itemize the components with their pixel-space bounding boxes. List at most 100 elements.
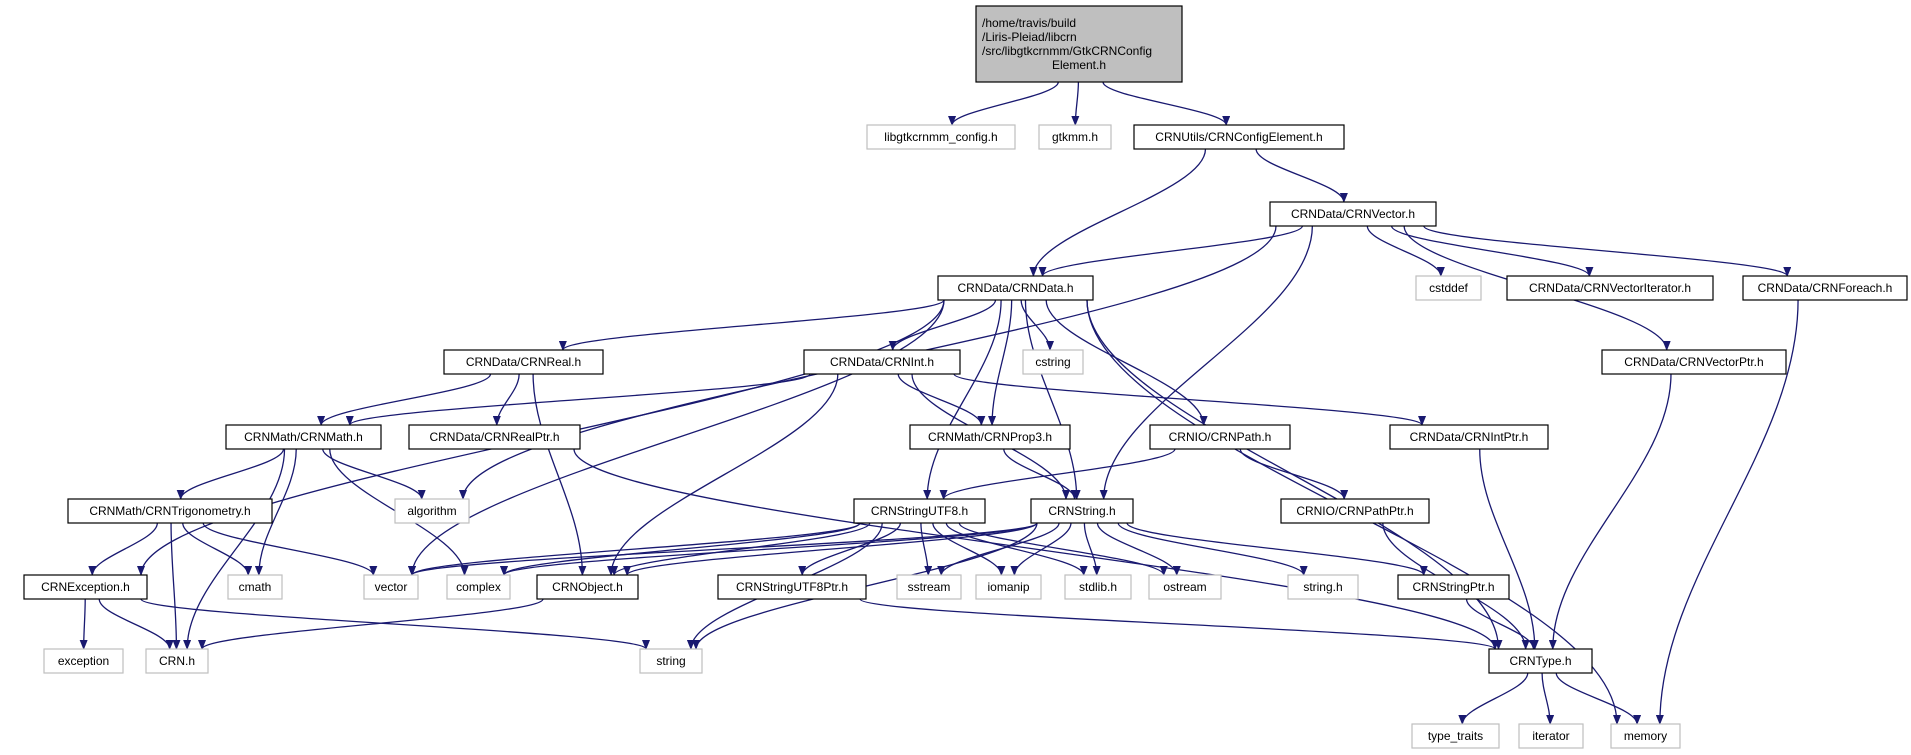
node-box-prop3 [909,424,1071,450]
node-label-libgtkcrnmm_config: libgtkcrnmm_config.h [884,130,997,144]
edge-int_h-to-prop3 [897,373,986,426]
node-trig[interactable]: CRNMath/CRNTrigonometry.h [67,498,273,524]
edge-path_h-to-pathptr [1239,448,1349,500]
node-box-object_h [536,574,639,600]
node-label-vectoriterator: CRNData/CRNVectorIterator.h [1529,281,1691,295]
node-foreach[interactable]: CRNData/CRNForeach.h [1742,275,1908,301]
edge-utf8-to-complex [500,522,861,576]
edge-trig-to-exception_crn [88,522,158,576]
edge-configelement-to-data_h [1029,148,1207,277]
edge-trig-to-cmath [182,522,253,576]
node-ostream: ostream [1148,574,1222,600]
node-label-sstream: sstream [908,580,951,594]
node-box-intptr [1389,424,1549,450]
node-int_h[interactable]: CRNData/CRNInt.h [803,349,961,375]
node-string_crn[interactable]: CRNString.h [1030,498,1134,524]
node-iomanip: iomanip [975,574,1042,600]
edge-int_h-to-intptr [953,373,1426,426]
node-box-vector_h [1269,201,1437,227]
edge-string_crn-to-vector_std [408,522,1038,576]
node-root[interactable]: /home/travis/build/Liris-Pleiad/libcrn/s… [975,5,1183,83]
edge-int_h-to-math_h [346,373,811,426]
node-gtkmm: gtkmm.h [1038,124,1112,150]
node-real_h[interactable]: CRNData/CRNReal.h [443,349,604,375]
edge-vector_h-to-string_crn [1099,225,1313,500]
node-realptr[interactable]: CRNData/CRNRealPtr.h [408,424,581,450]
edge-math_h-to-algorithm [322,448,426,500]
node-exception_crn[interactable]: CRNException.h [23,574,148,600]
edge-utf8-to-vector_std [408,522,861,576]
node-complex: complex [446,574,511,600]
edge-data_h-to-string_crn [1024,299,1081,500]
node-intptr[interactable]: CRNData/CRNIntPtr.h [1389,424,1549,450]
node-object_h[interactable]: CRNObject.h [536,574,639,600]
edge-vectorptr-to-type_h [1548,373,1672,650]
node-stringptr[interactable]: CRNStringPtr.h [1397,574,1510,600]
edge-trig-to-crn_h [170,522,181,650]
node-label-iomanip: iomanip [987,580,1029,594]
node-type_h[interactable]: CRNType.h [1488,648,1593,674]
edge-exception_crn-to-crn_h [98,598,174,650]
node-box-cstring [1022,349,1084,375]
edge-type_h-to-iterator [1541,672,1555,725]
node-label-foreach: CRNData/CRNForeach.h [1758,281,1893,295]
node-label-data_h: CRNData/CRNData.h [957,281,1073,295]
edge-string_crn-to-ostream [1096,522,1181,576]
node-box-complex [446,574,511,600]
node-label-ostream: ostream [1163,580,1206,594]
node-label-iterator: iterator [1532,729,1569,743]
edge-string_crn-to-object_h [623,522,1038,576]
node-label-realptr: CRNData/CRNRealPtr.h [429,430,559,444]
edge-data_h-to-cstring [1020,299,1054,351]
edge-string_crn-to-stdlib [1083,522,1101,576]
node-label-pathptr: CRNIO/CRNPathPtr.h [1296,504,1413,518]
node-label-algorithm: algorithm [407,504,456,518]
node-label-string_h: string.h [1303,580,1342,594]
node-label-math_h: CRNMath/CRNMath.h [244,430,363,444]
edge-data_h-to-vector_std [408,299,945,576]
node-label-type_h: CRNType.h [1509,654,1571,668]
node-label-intptr: CRNData/CRNIntPtr.h [1410,430,1529,444]
edge-data_h-to-utf8 [923,299,1002,500]
node-type_traits: type_traits [1411,723,1500,749]
node-label-complex: complex [456,580,501,594]
node-box-int_h [803,349,961,375]
edge-utf8ptr-to-type_h [859,598,1499,650]
node-box-root [975,5,1183,83]
edge-object_h-to-crn_h [198,598,544,650]
node-box-stdlib [1064,574,1132,600]
node-string_std: string [639,648,703,674]
edge-prop3-to-string_crn [1003,448,1079,500]
node-box-foreach [1742,275,1908,301]
node-box-algorithm [394,498,470,524]
node-utf8[interactable]: CRNStringUTF8.h [853,498,986,524]
edge-utf8-to-stdlib [945,522,1088,576]
node-label-root-line-0: /home/travis/build [982,16,1076,30]
node-configelement[interactable]: CRNUtils/CRNConfigElement.h [1133,124,1345,150]
edge-math_h-to-cmath [254,448,297,576]
edge-data_h-to-int_h [888,299,997,351]
edge-root-to-configelement [1102,81,1231,126]
node-path_h[interactable]: CRNIO/CRNPath.h [1149,424,1291,450]
node-label-trig: CRNMath/CRNTrigonometry.h [89,504,250,518]
node-box-math_h [225,424,382,450]
node-pathptr[interactable]: CRNIO/CRNPathPtr.h [1280,498,1430,524]
edge-utf8-to-iomanip [932,522,1006,576]
node-label-exception_crn: CRNException.h [41,580,130,594]
node-box-libgtkcrnmm_config [866,124,1016,150]
edge-utf8-to-sstream [920,522,933,576]
node-prop3[interactable]: CRNMath/CRNProp3.h [909,424,1071,450]
node-utf8ptr[interactable]: CRNStringUTF8Ptr.h [717,574,867,600]
nodes-layer: /home/travis/build/Liris-Pleiad/libcrn/s… [23,5,1908,749]
node-math_h[interactable]: CRNMath/CRNMath.h [225,424,382,450]
node-data_h[interactable]: CRNData/CRNData.h [937,275,1094,301]
edge-exception_crn-to-exception_std [79,598,88,650]
node-vector_h[interactable]: CRNData/CRNVector.h [1269,201,1437,227]
edge-data_h-to-real_h [559,299,945,351]
node-label-type_traits: type_traits [1428,729,1483,743]
node-sstream: sstream [896,574,962,600]
node-box-vector_std [363,574,419,600]
node-vectoriterator[interactable]: CRNData/CRNVectorIterator.h [1506,275,1714,301]
node-vectorptr[interactable]: CRNData/CRNVectorPtr.h [1601,349,1787,375]
edge-string_crn-to-string_h [1117,522,1308,576]
